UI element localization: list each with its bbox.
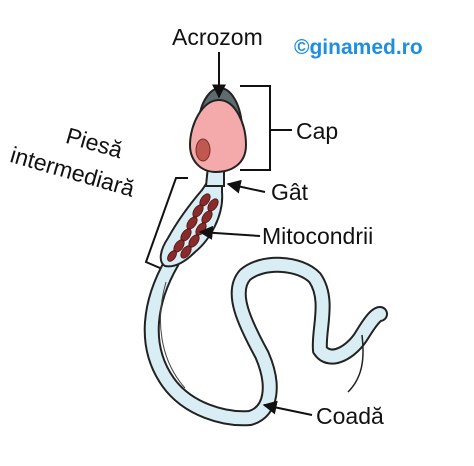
midpiece [159, 167, 224, 268]
gat-label: Gât [271, 179, 309, 205]
mitocondrii-label: Mitocondrii [262, 223, 373, 249]
coada-arrow [262, 400, 313, 416]
tail-fill [145, 256, 386, 425]
gat-arrow [226, 179, 266, 194]
midpiece-bracket [144, 177, 188, 269]
tail [143, 254, 388, 427]
mitochondrion [180, 245, 192, 259]
watermark: ©ginamed.ro [294, 36, 423, 59]
mitochondria [167, 193, 219, 262]
cap-label: Cap [296, 118, 338, 144]
mitochondrion [167, 250, 177, 262]
nucleus [195, 138, 211, 162]
cap-bracket [240, 85, 271, 171]
tail-end [347, 334, 364, 393]
mitocondrii-arrow [198, 225, 261, 240]
acrozom-label: Acrozom [172, 24, 263, 50]
coada-label: Coadă [316, 403, 384, 429]
